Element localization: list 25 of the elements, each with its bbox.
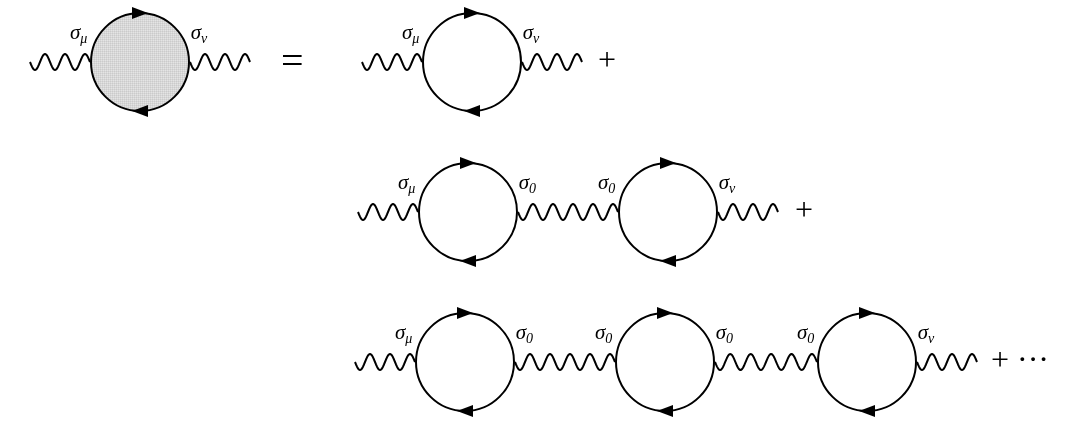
vertex-label: σ$_{ν}$ (718, 171, 736, 193)
vertex-label: σ$_{ν}$ (190, 21, 208, 43)
vertex-label: σ$_{0}$ (518, 171, 537, 193)
wavy-line (517, 203, 619, 221)
wavy-line (357, 203, 419, 221)
vertex-label: σ$_{0}$ (597, 171, 616, 193)
vertex-label: σ$_{ν}$ (917, 321, 935, 343)
wavy-line (521, 53, 583, 71)
equals-sign: = (281, 41, 304, 82)
wavy-line (514, 353, 616, 371)
wavy-line (714, 353, 818, 371)
vertex-label: σ$_{ν}$ (522, 21, 540, 43)
wavy-line (354, 353, 416, 371)
plus-sign: + (598, 43, 617, 76)
wavy-line (29, 53, 91, 71)
vertex-label: σ$_{0}$ (796, 321, 815, 343)
vertex-label: σ$_{0}$ (594, 321, 613, 343)
vertex-label: σ$_{0}$ (715, 321, 734, 343)
vertex-label: σ$_{0}$ (515, 321, 534, 343)
continuation-text: + ··· (991, 343, 1049, 376)
wavy-line (189, 53, 251, 71)
wavy-line (361, 53, 423, 71)
wavy-line (717, 203, 779, 221)
plus-sign: + (795, 193, 814, 226)
wavy-line (916, 353, 978, 371)
